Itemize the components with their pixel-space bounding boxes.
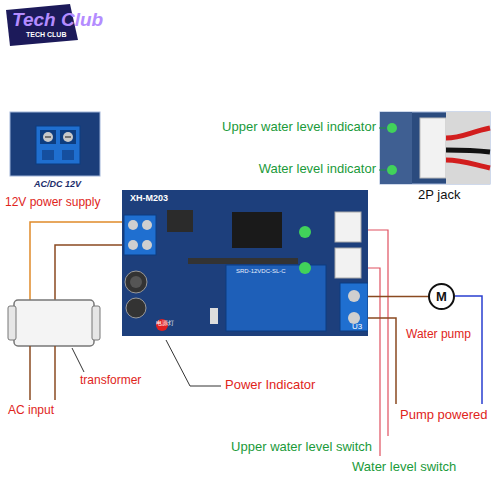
- logo-subtext: TECH CLUB: [26, 31, 66, 39]
- switch-wire: [368, 230, 388, 436]
- indicator-label: Water level indicator: [259, 162, 376, 177]
- indicator-label: Power Indicator: [225, 378, 315, 393]
- transformer-label: transformer: [80, 374, 141, 388]
- node-text: M: [436, 289, 447, 304]
- terminal-inset: [10, 112, 100, 176]
- voltage-label: AC/DC 12V: [34, 179, 81, 189]
- indicator-label: Upper water level indicator: [222, 120, 376, 135]
- upper-indicator-led: [387, 123, 397, 133]
- node-text: XH-M203: [130, 193, 168, 203]
- jack-inset: [380, 112, 490, 184]
- led-marking: 电源灯: [156, 320, 174, 327]
- switch-label: Upper water level switch: [231, 440, 372, 455]
- jack-connector: [420, 118, 446, 178]
- pump-motor: M: [428, 283, 455, 310]
- power-wire: [30, 222, 128, 300]
- leader-line: [379, 170, 386, 171]
- ac-wire: [29, 346, 31, 400]
- switch-label: Water level switch: [352, 460, 456, 475]
- pcb-illustration: [122, 190, 368, 336]
- supply-label: 12V power supply: [5, 196, 100, 210]
- transformer-symbol: [14, 300, 94, 346]
- ac-wire: [54, 346, 56, 400]
- leader-line: [72, 348, 84, 372]
- controller-board: XH-M203: [122, 190, 368, 336]
- terminal-block: [36, 126, 80, 164]
- level-indicator-led: [387, 165, 397, 175]
- leader-line: [379, 128, 386, 129]
- pump-wire: [368, 318, 396, 404]
- pump-wire: [455, 296, 482, 404]
- power-wire: [55, 245, 128, 300]
- pump-power-label: Pump powered: [400, 408, 487, 423]
- board-marking: U3: [352, 322, 362, 331]
- relay-marking: SRD-12VDC-SL-C: [236, 268, 286, 275]
- logo-text: Tech Club: [12, 9, 103, 31]
- pump-wire-connector: [368, 296, 428, 298]
- leader-line: [166, 340, 221, 386]
- pump-label: Water pump: [406, 328, 471, 342]
- jack-label: 2P jack: [418, 188, 460, 203]
- input-label: AC input: [8, 404, 54, 418]
